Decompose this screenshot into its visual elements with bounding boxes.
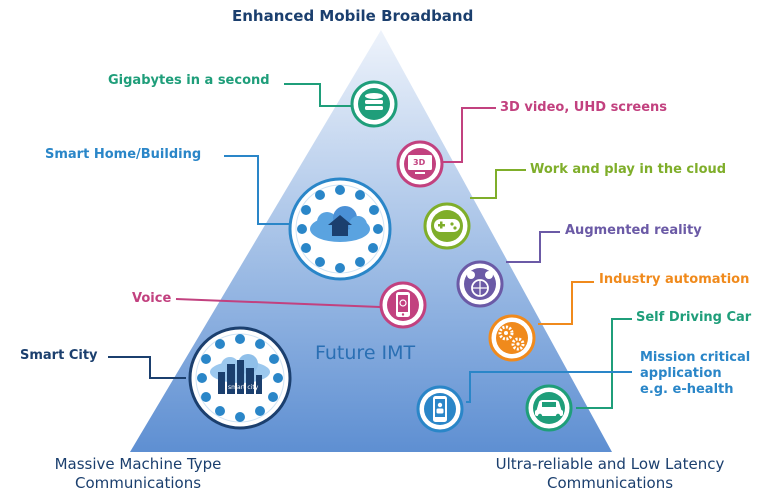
corner-bottom-right-line1: Ultra-reliable and Low Latency: [495, 455, 725, 473]
mission-critical-line1: Mission critical: [640, 350, 751, 365]
diagram-title: Enhanced Mobile Broadband: [232, 7, 474, 25]
3d-screen-icon: [396, 140, 444, 188]
self-driving-connector: [576, 318, 632, 409]
smart-home-cloud-icon: [288, 177, 392, 281]
center-label: Future IMT: [315, 342, 416, 364]
corner-bottom-left-line1: Massive Machine Type: [54, 455, 222, 473]
smart-home-connector: [224, 155, 290, 225]
smart-city-label: Smart City: [20, 348, 98, 363]
corner-bottom-right-line2: Communications: [546, 474, 674, 492]
self-driving-label: Self Driving Car: [636, 310, 752, 325]
ar-label: Augmented reality: [565, 223, 702, 238]
smart-city-icon-text: smart city: [228, 384, 259, 391]
gears-icon: [488, 314, 536, 362]
cloud-work-connector: [470, 169, 526, 199]
mission-critical-connector: [466, 371, 632, 403]
phone-icon: [379, 281, 427, 329]
corner-bottom-left: Massive Machine Type Communications: [28, 455, 248, 493]
voice-connector: [175, 298, 381, 308]
smart-city-icon: [188, 326, 292, 430]
smart-home-label: Smart Home/Building: [45, 147, 202, 162]
cloud-work-label: Work and play in the cloud: [530, 162, 727, 177]
gamepad-icon: [423, 202, 471, 250]
car-icon: [525, 384, 573, 432]
corner-bottom-right: Ultra-reliable and Low Latency Communica…: [462, 455, 758, 493]
industry-label: Industry automation: [599, 272, 750, 287]
corner-bottom-left-line2: Communications: [74, 474, 202, 492]
smart-city-connector: [108, 356, 186, 379]
industry-connector: [538, 281, 594, 325]
ar-connector: [506, 231, 560, 263]
database-icon: [350, 80, 398, 128]
ar-headset-icon: [456, 260, 504, 308]
e-health-phone-icon: [416, 385, 464, 433]
gigabytes-label: Gigabytes in a second: [108, 73, 270, 88]
video-3d-label: 3D video, UHD screens: [500, 100, 668, 115]
voice-label: Voice: [132, 291, 172, 306]
mission-critical-line3: e.g. e-health: [640, 382, 734, 397]
gigabytes-connector: [284, 83, 354, 107]
mission-critical-line2: application: [640, 366, 722, 381]
video-3d-connector: [443, 107, 496, 163]
3d-icon-text: 3D: [413, 158, 426, 167]
